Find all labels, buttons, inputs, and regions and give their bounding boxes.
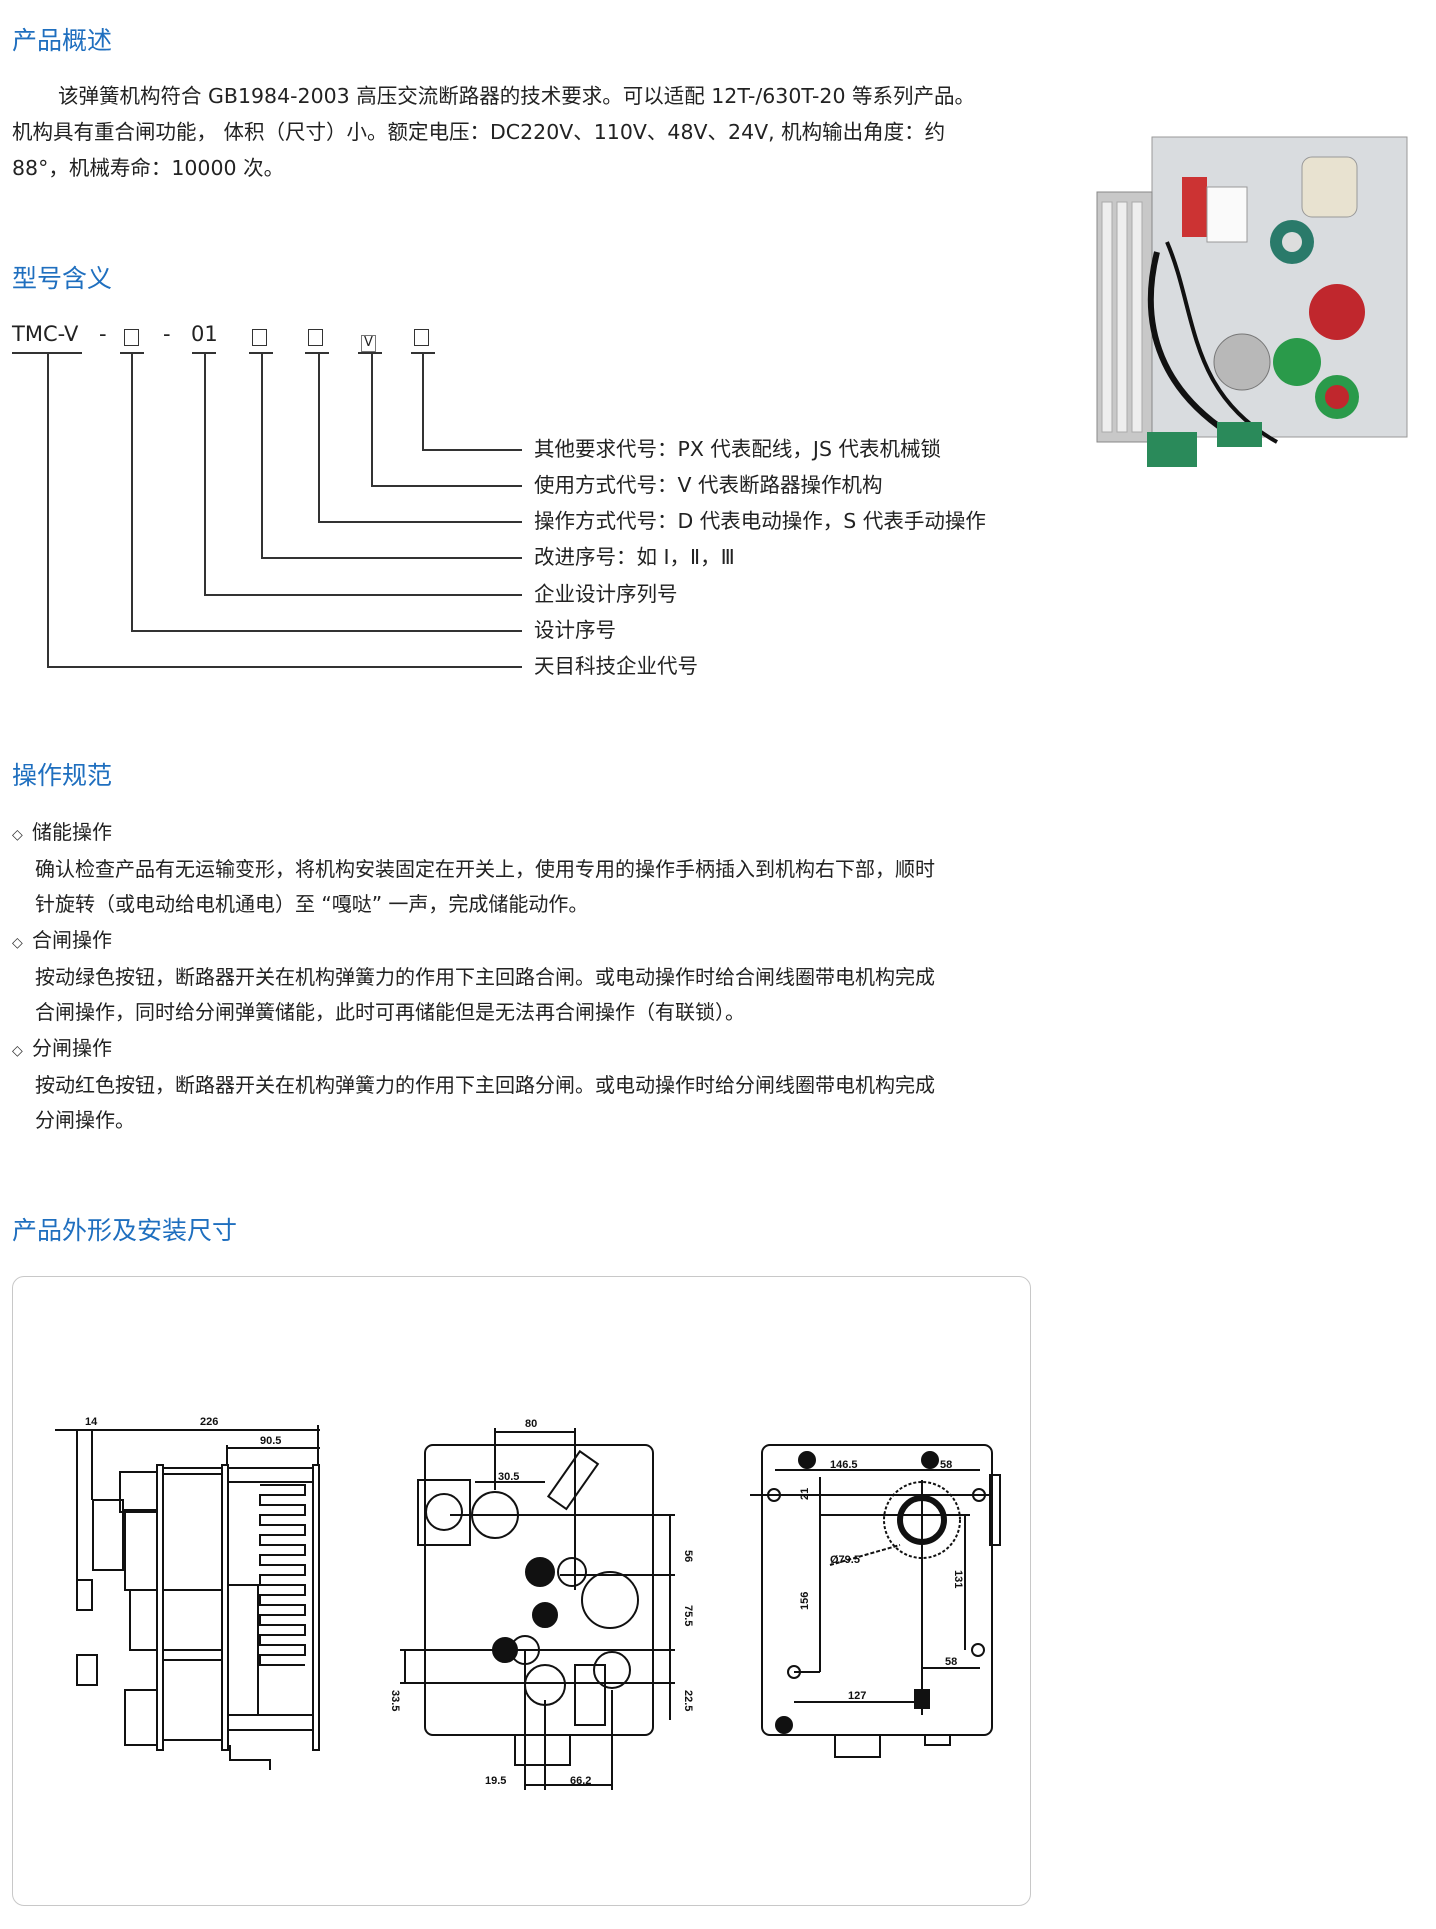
dim-label: 146.5 [830, 1459, 858, 1471]
dim-label: 58 [945, 1656, 957, 1668]
dim-label: 14 [85, 1416, 98, 1428]
code-box-usage: V [361, 325, 376, 353]
product-photo [1077, 132, 1427, 480]
dim-label: 56 [682, 1550, 694, 1562]
dim-label: 30.5 [498, 1471, 519, 1483]
op-item-line: 确认检查产品有无运输变形，将机构安装固定在开关上，使用专用的操作手柄插入到机构右… [35, 857, 935, 881]
dim-label: 80 [525, 1418, 537, 1430]
dim-label: 127 [848, 1690, 866, 1702]
overview-line: 88°，机械寿命：10000 次。 [12, 156, 285, 180]
op-item-line: 分闸操作。 [35, 1108, 135, 1132]
model-title: 型号含义 [12, 264, 113, 293]
operation-title: 操作规范 [12, 761, 113, 790]
dim-label: 58 [940, 1459, 952, 1471]
front-view-drawing: 80 30.5 56 75.5 22.5 33.5 19.5 66.2 [389, 1418, 694, 1790]
overview-line: 该弹簧机构符合 GB1984-2003 高压交流断路器的技术要求。可以适配 12… [58, 84, 976, 108]
op-item-title: ◇分闸操作 [12, 1030, 112, 1069]
code-box-operation [308, 325, 323, 353]
underline [305, 352, 329, 354]
diamond-icon: ◇ [12, 935, 23, 951]
dim-label: 21 [799, 1488, 811, 1500]
back-view-drawing: 146.5 58 21 Ø79.5 156 131 58 127 [750, 1444, 1001, 1758]
label-other-code: 其他要求代号：PX 代表配线，JS 代表机械锁 [534, 437, 941, 461]
diamond-icon: ◇ [12, 1043, 23, 1059]
label-design-number: 设计序号 [534, 618, 616, 642]
code-box-improve [252, 325, 267, 353]
op-item-title: ◇合闸操作 [12, 922, 112, 961]
dim-label: 131 [952, 1570, 964, 1588]
dim-label: Ø79.5 [830, 1554, 860, 1566]
op-item-line: 针旋转（或电动给电机通电）至 “嘎哒” 一声，完成储能动作。 [35, 892, 589, 916]
underline [358, 352, 382, 354]
op-item-title: ◇储能操作 [12, 814, 112, 853]
dim-label: 33.5 [389, 1690, 401, 1711]
code-dash: - [99, 322, 107, 346]
label-company-code: 天目科技企业代号 [534, 654, 698, 678]
dim-label: 75.5 [682, 1605, 694, 1626]
code-dash: - [163, 322, 171, 346]
label-improve-number: 改进序号：如 Ⅰ，Ⅱ，Ⅲ [534, 545, 735, 569]
diamond-icon: ◇ [12, 827, 23, 843]
label-operation-code: 操作方式代号：D 代表电动操作，S 代表手动操作 [534, 509, 986, 533]
op-item-line: 按动绿色按钮，断路器开关在机构弹簧力的作用下主回路合闸。或电动操作时给合闸线圈带… [35, 965, 935, 989]
code-box-design [124, 325, 139, 353]
overview-line: 机构具有重合闸功能， 体积（尺寸）小。额定电压：DC220V、110V、48V、… [12, 120, 946, 144]
side-view-drawing: 14 226 90.5 [55, 1416, 320, 1770]
dim-label: 19.5 [485, 1775, 506, 1787]
op-item-line: 合闸操作，同时给分闸弹簧储能，此时可再储能但是无法再合闸操作（有联锁）。 [35, 1000, 745, 1024]
code-box-other [414, 325, 429, 353]
dim-label: 66.2 [570, 1775, 591, 1787]
drawing-frame [12, 1276, 1031, 1906]
dimensions-title: 产品外形及安装尺寸 [12, 1216, 238, 1245]
code-serial: 01 [191, 322, 218, 346]
dim-label: 226 [200, 1416, 218, 1428]
dim-label: 156 [799, 1592, 811, 1610]
label-enterprise-serial: 企业设计序列号 [534, 582, 678, 606]
overview-title: 产品概述 [12, 26, 113, 55]
code-prefix: TMC-V [12, 322, 79, 346]
dim-label: 90.5 [260, 1435, 281, 1447]
label-usage-code: 使用方式代号：V 代表断路器操作机构 [534, 473, 883, 497]
dim-label: 22.5 [682, 1690, 694, 1711]
op-item-line: 按动红色按钮，断路器开关在机构弹簧力的作用下主回路分闸。或电动操作时给分闸线圈带… [35, 1073, 935, 1097]
